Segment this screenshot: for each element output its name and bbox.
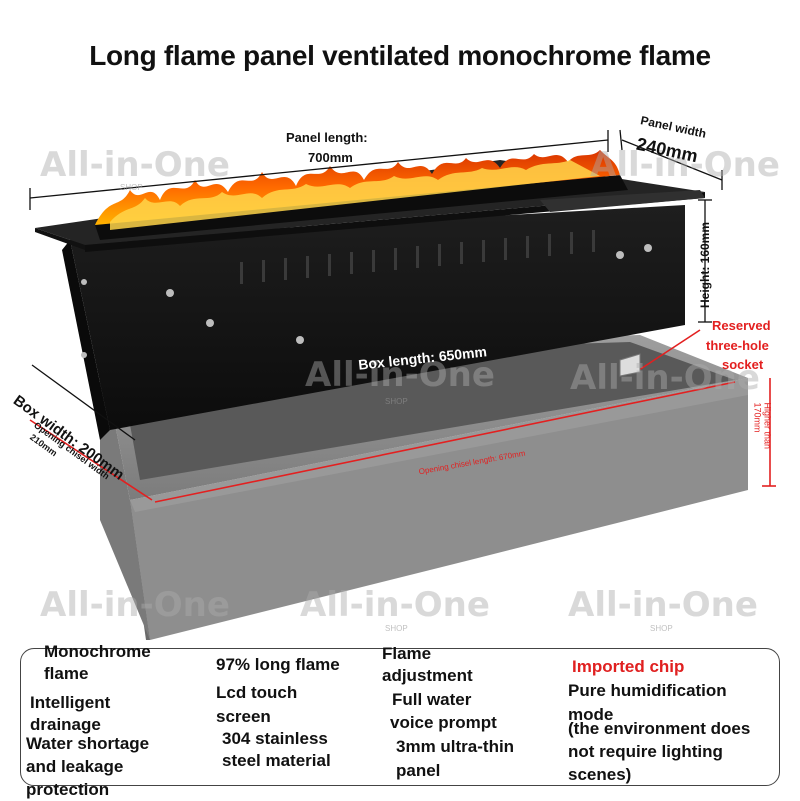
feature-text: Full water [392, 690, 472, 709]
feature-text: panel [396, 761, 441, 780]
watermark-sub: SHOP [385, 397, 408, 406]
feature-text: Intelligent [30, 693, 111, 712]
watermark: All-in-One [568, 585, 758, 625]
panel-length-value: 700mm [308, 150, 353, 165]
height-label: Height: 160mm [698, 221, 713, 309]
watermark: All-in-One [300, 585, 490, 625]
feature-text: (the environment does [568, 719, 751, 738]
feature-text: scenes) [568, 765, 632, 784]
panel-length-label: Panel length: [286, 130, 368, 145]
feature-text: voice prompt [390, 713, 497, 732]
watermark: All-in-One [305, 355, 495, 395]
flame [95, 150, 620, 230]
page-title: Long flame panel ventilated monochrome f… [89, 40, 711, 71]
watermark: All-in-One [590, 145, 780, 185]
watermark-sub: SHOP [385, 624, 408, 633]
feature-text: mode [568, 705, 614, 724]
cabinet-frame [100, 335, 748, 640]
feature-text: drainage [30, 715, 101, 734]
feature-text: 304 stainless [222, 729, 328, 748]
socket-label-2: three-hole [706, 338, 769, 353]
watermark-sub: SHOP [120, 183, 143, 192]
higher-than-label: Higher than 170mm [752, 402, 773, 450]
feature-text: screen [216, 707, 271, 726]
socket-label-3: socket [722, 357, 764, 372]
feature-text: protection [26, 780, 110, 799]
feature-highlight: Imported chip [572, 657, 685, 676]
dimension-lines [29, 129, 723, 441]
watermark: All-in-One [570, 358, 760, 398]
socket-label-1: Reserved [712, 318, 771, 333]
feature-text: Monochrome [44, 642, 151, 661]
features-panel [20, 648, 780, 786]
watermark-sub: SHOP [650, 624, 673, 633]
feature-text: Pure humidification [568, 681, 727, 700]
feature-text: not require lighting [568, 742, 723, 761]
feature-text: 3mm ultra-thin [396, 737, 515, 756]
feature-text: and leakage [26, 757, 124, 776]
feature-text: 97% long flame [216, 655, 340, 674]
feature-text: adjustment [382, 666, 473, 685]
socket [619, 353, 641, 377]
opening-dimension-lines [29, 329, 776, 503]
feature-text: Water shortage [26, 734, 150, 753]
watermark: All-in-One [40, 585, 230, 625]
feature-text: Flame [382, 644, 432, 663]
feature-text: Lcd touch [216, 683, 298, 702]
feature-text: flame [44, 664, 89, 683]
burner-box [62, 205, 685, 440]
feature-text: steel material [222, 751, 331, 770]
watermark: All-in-One [40, 145, 230, 185]
